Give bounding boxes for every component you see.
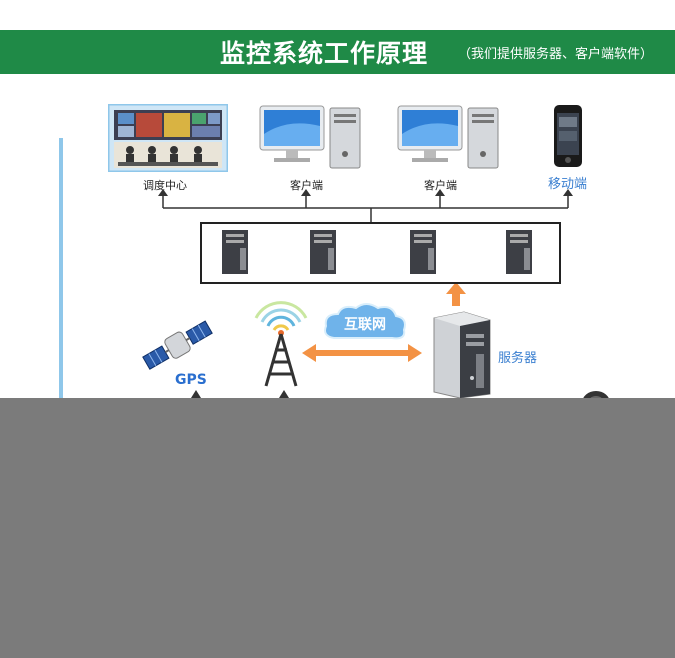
mobile-phone-icon [553, 104, 583, 172]
page-title: 监控系统工作原理 [220, 39, 429, 68]
connector-lines [158, 189, 573, 398]
dispatch-link-line [59, 138, 63, 400]
title-banner: 监控系统工作原理 （我们提供服务器、客户端软件） [0, 30, 675, 74]
server-cluster-box [200, 222, 561, 284]
internet-label: 互联网 [344, 317, 386, 333]
dispatch-center-label: 调度中心 [143, 179, 187, 192]
client-label-1: 客户端 [290, 179, 323, 192]
gps-satellite-icon [140, 318, 216, 378]
server-label: 服务器 [498, 351, 538, 366]
mobile-label: 移动端 [548, 177, 588, 192]
page-subtitle: （我们提供服务器、客户端软件） [458, 47, 654, 62]
internet-cloud-icon: 互联网 [320, 302, 410, 348]
signal-tower-icon [244, 300, 318, 392]
client-label-2: 客户端 [424, 179, 457, 192]
dispatch-center-icon [106, 102, 230, 176]
covered-area [0, 398, 675, 658]
server-tower-icon [428, 308, 492, 402]
client-pc-icon [396, 104, 500, 174]
gps-label: GPS [175, 372, 207, 388]
client-pc-icon [258, 104, 362, 174]
